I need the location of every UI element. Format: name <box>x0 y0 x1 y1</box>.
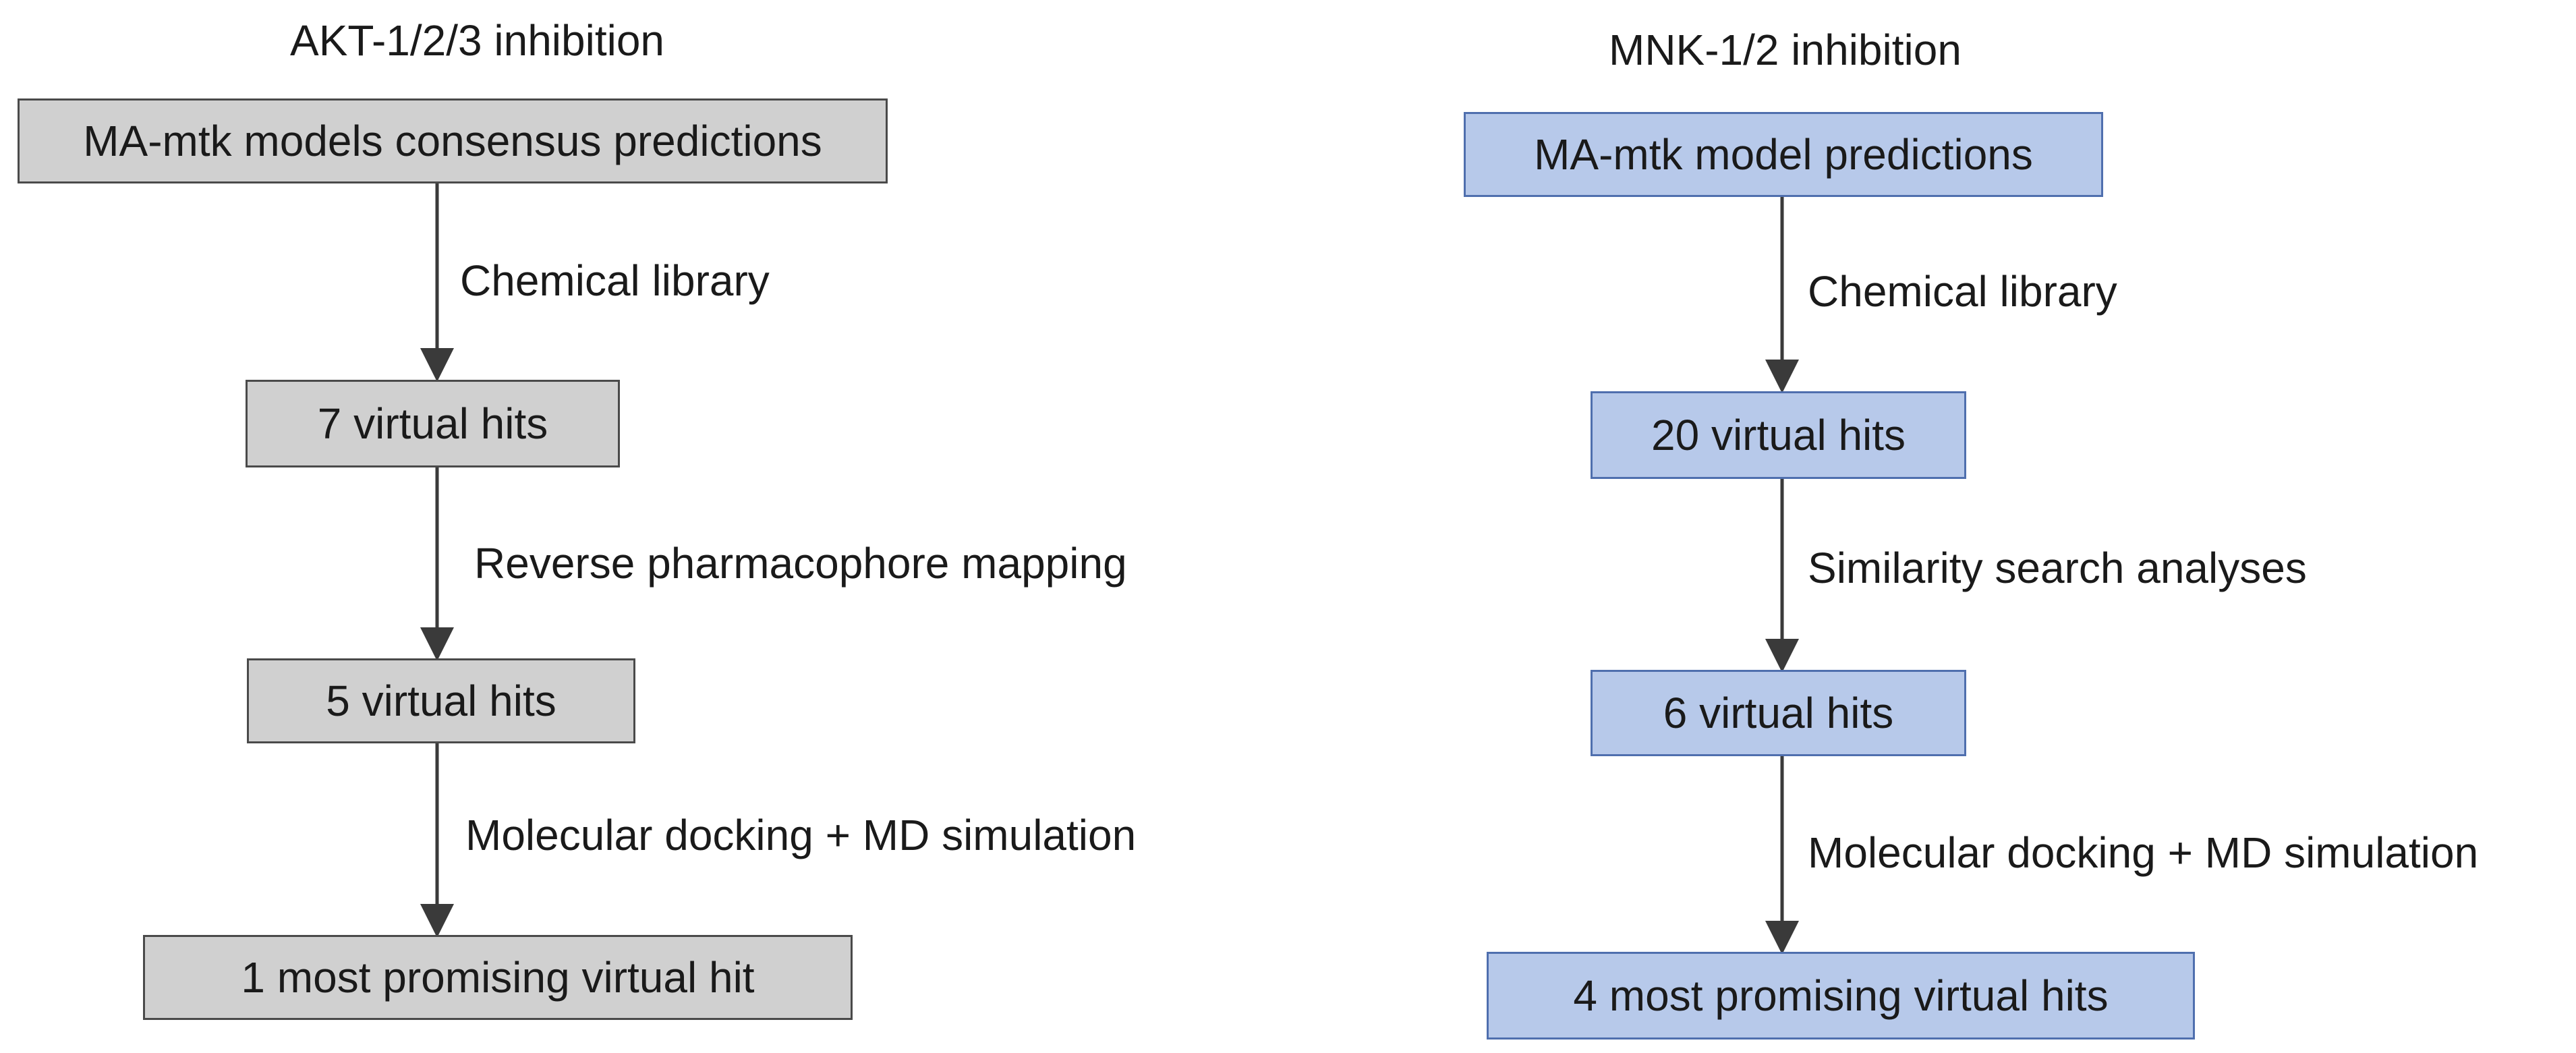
right-flow-title: MNK-1/2 inhibition <box>1609 26 1962 74</box>
left-step-docking-md: Molecular docking + MD simulation <box>465 811 1137 859</box>
left-box-most-promising-hit: 1 most promising virtual hit <box>143 935 853 1020</box>
right-box-most-promising-hits: 4 most promising virtual hits <box>1487 952 2195 1040</box>
left-step-reverse-pharmacophore: Reverse pharmacophore mapping <box>474 539 1127 588</box>
right-step-docking-md: Molecular docking + MD simulation <box>1808 828 2479 877</box>
left-box-consensus-predictions: MA-mtk models consensus predictions <box>18 98 888 183</box>
right-step-chemical-library: Chemical library <box>1808 267 2117 316</box>
right-step-similarity-search: Similarity search analyses <box>1808 544 2307 592</box>
right-box-model-predictions: MA-mtk model predictions <box>1464 112 2103 197</box>
left-step-chemical-library: Chemical library <box>460 256 770 305</box>
left-box-7-virtual-hits: 7 virtual hits <box>246 380 620 467</box>
left-box-5-virtual-hits: 5 virtual hits <box>247 658 635 743</box>
right-box-20-virtual-hits: 20 virtual hits <box>1591 391 1966 479</box>
right-box-6-virtual-hits: 6 virtual hits <box>1591 670 1966 756</box>
left-flow-title: AKT-1/2/3 inhibition <box>290 16 664 65</box>
